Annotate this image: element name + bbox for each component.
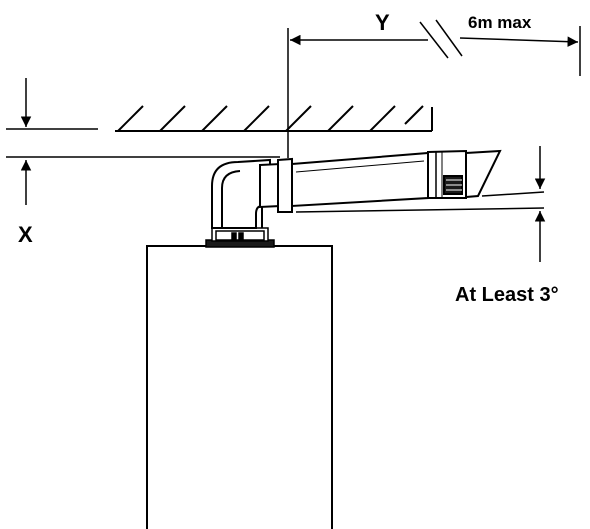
x-label: X [18, 222, 33, 247]
ceiling [115, 105, 433, 132]
y-dimension [287, 19, 581, 158]
boiler-body [146, 245, 333, 529]
y-label: Y [375, 10, 390, 35]
flue-collar [205, 227, 275, 248]
x-dimension [6, 78, 280, 205]
fall-indicator [295, 146, 546, 262]
max-length-label: 6m max [468, 13, 532, 32]
fall-label: At Least 3° [455, 284, 559, 306]
flue-pipe [259, 149, 502, 213]
